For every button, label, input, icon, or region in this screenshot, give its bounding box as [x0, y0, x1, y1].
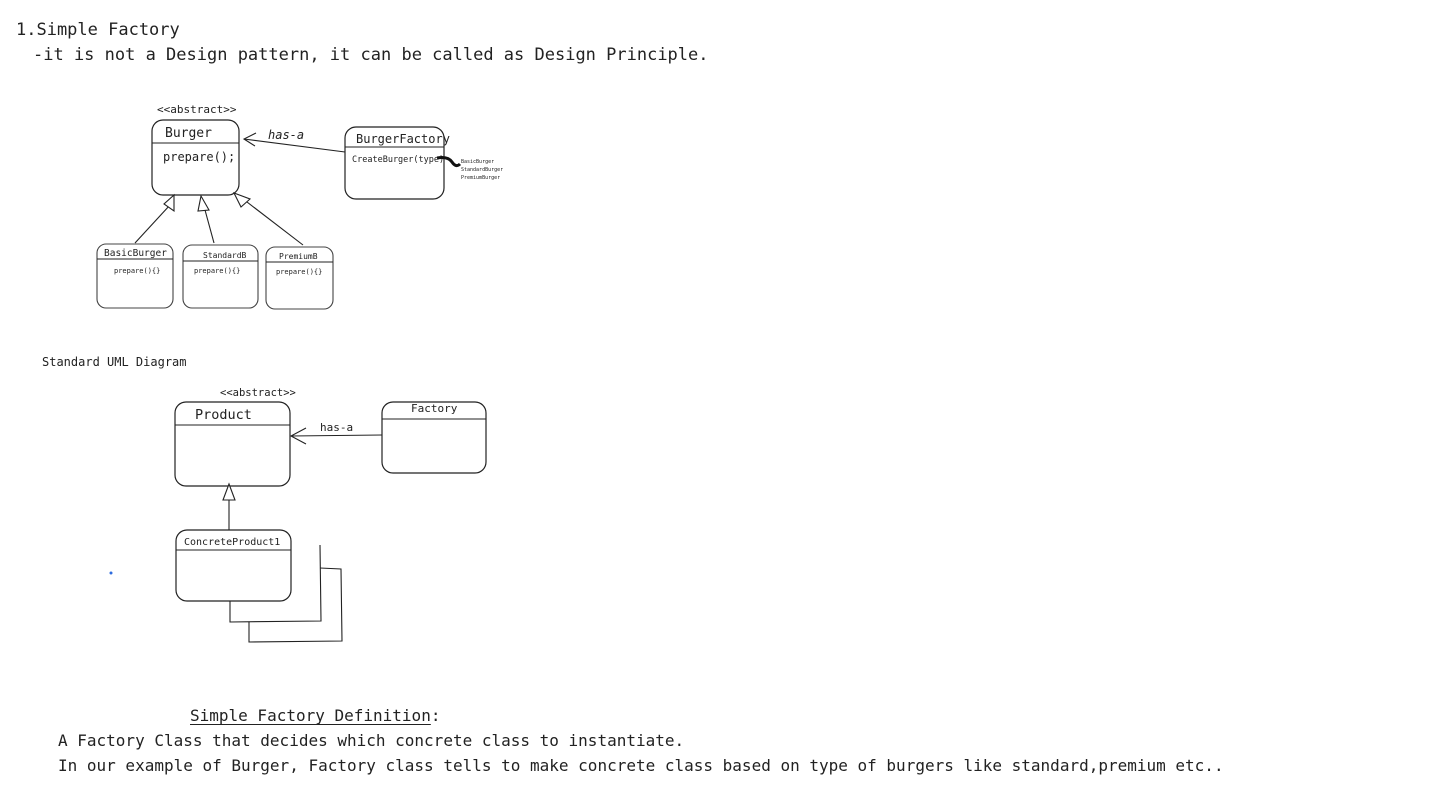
uml-association-label: has-a [320, 421, 353, 434]
uml-association-arrowhead [289, 427, 307, 445]
basicburger-class-box [96, 243, 174, 309]
burgerfactory-class-name: BurgerFactory [356, 132, 450, 146]
inherit-line-premium [246, 201, 304, 246]
definition-colon: : [430, 706, 441, 725]
burger-stereotype: <<abstract>> [157, 103, 237, 116]
product-class-box [174, 401, 291, 487]
basicburger-class-method: prepare(){} [114, 267, 160, 275]
inherit-arrow-standard [197, 194, 210, 212]
heading: 1.Simple Factory [16, 20, 180, 40]
definition-line-1: A Factory Class that decides which concr… [58, 731, 685, 750]
stray-dot [109, 571, 113, 575]
premiumb-class-method: prepare(){} [276, 268, 322, 276]
burger-class-method: prepare(); [163, 150, 235, 164]
factory-class-box [381, 401, 487, 474]
concrete-stack-rear [248, 567, 343, 643]
standardb-class-name: StandardB [203, 251, 247, 260]
burger-diagram: <<abstract>> Burger prepare(); BurgerFac… [96, 103, 503, 310]
inherit-arrow-premium [232, 191, 252, 208]
standardb-class-method: prepare(){} [194, 267, 240, 275]
concreteproduct-class-name: ConcreteProduct1 [184, 537, 280, 548]
type-annotation-squiggle [436, 156, 462, 168]
inherit-line-standard [204, 209, 215, 244]
inherit-line-basic [134, 204, 171, 244]
concreteproduct-class-box [175, 529, 292, 602]
definition-title: Simple Factory Definition [190, 706, 431, 725]
basicburger-class-name: BasicBurger [104, 248, 167, 259]
burger-association-label: has-a [268, 128, 304, 142]
premiumb-class-name: PremiumB [279, 252, 318, 261]
type-option-premium: PremiumBurger [461, 175, 500, 181]
burger-class-box [151, 119, 240, 196]
uml-inherit-arrow [222, 482, 236, 501]
type-option-standard: StandardBurger [461, 167, 503, 173]
burger-association-line [243, 138, 346, 153]
uml-association-line [290, 434, 383, 437]
definition-line-2: In our example of Burger, Factory class … [58, 756, 1224, 775]
uml-stereotype: <<abstract>> [220, 387, 296, 399]
type-option-basic: BasicBurger [461, 159, 494, 165]
inherit-arrow-basic [163, 193, 175, 213]
uml-diagram-label: Standard UML Diagram [42, 355, 187, 369]
burgerfactory-class-method: CreateBurger(type) [352, 155, 444, 165]
subline: -it is not a Design pattern, it can be c… [33, 45, 709, 65]
factory-class-name: Factory [411, 402, 458, 415]
burgerfactory-class-box [344, 126, 445, 200]
burger-class-name: Burger [165, 126, 212, 141]
concrete-stack-back [229, 544, 322, 623]
uml-diagram: <<abstract>> Product Factory has-a Concr… [109, 387, 487, 643]
definition-title-line: Simple Factory Definition: [190, 706, 440, 725]
product-class-name: Product [195, 407, 252, 423]
burger-association-arrowhead [242, 132, 257, 147]
